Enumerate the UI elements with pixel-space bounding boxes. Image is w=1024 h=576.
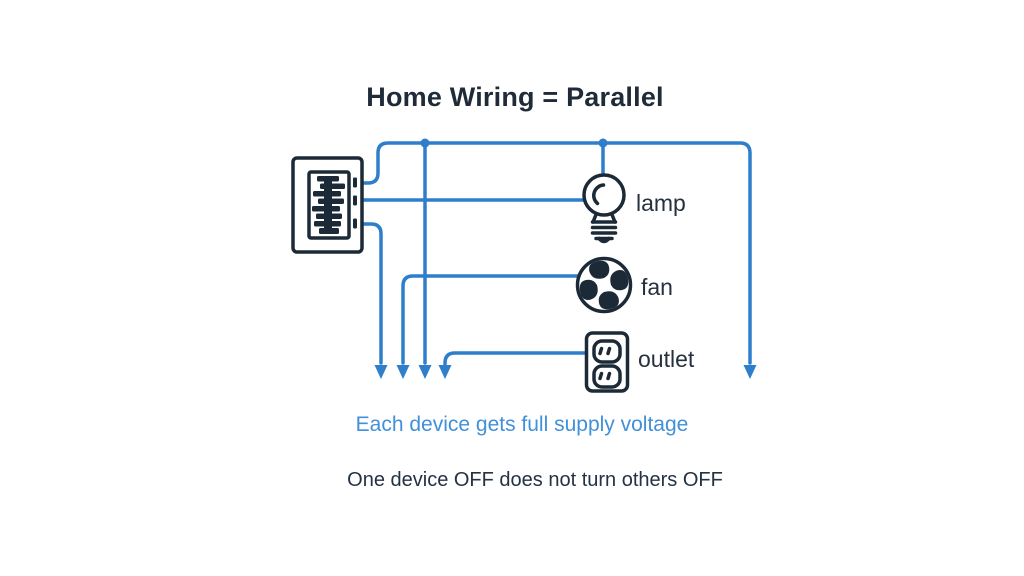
down-arrow-icon: [743, 365, 757, 379]
light-bulb-icon: [582, 173, 626, 244]
outlet-branch-wire: [443, 351, 590, 366]
outlet-label: outlet: [638, 346, 695, 372]
lamp-label: lamp: [636, 190, 686, 216]
outlet-icon: [584, 331, 630, 393]
junction-dot: [598, 138, 608, 148]
caption-independent-off: One device OFF does not turn others OFF: [347, 469, 723, 491]
down-arrow-icon: [374, 365, 388, 379]
supply-bus-wire: [360, 141, 752, 365]
panel-terminals: [353, 177, 357, 229]
breaker-stack: [312, 176, 345, 234]
junction-dot: [420, 138, 430, 148]
wires: [360, 141, 752, 366]
down-arrow-icon: [438, 365, 452, 379]
fan-blades: [579, 260, 629, 310]
page-title: Home Wiring = Parallel: [366, 82, 664, 112]
fan-branch-wire: [401, 274, 580, 365]
panel-return-wire: [360, 222, 383, 365]
fan-label: fan: [641, 274, 673, 300]
down-arrow-icon: [396, 365, 410, 379]
down-arrow-icon: [418, 365, 432, 379]
breaker-panel-icon: [291, 156, 364, 254]
return-arrowheads: [374, 365, 757, 379]
caption-full-voltage: Each device gets full supply voltage: [355, 413, 689, 436]
junction-dots: [420, 138, 608, 148]
fan-icon: [575, 256, 633, 314]
